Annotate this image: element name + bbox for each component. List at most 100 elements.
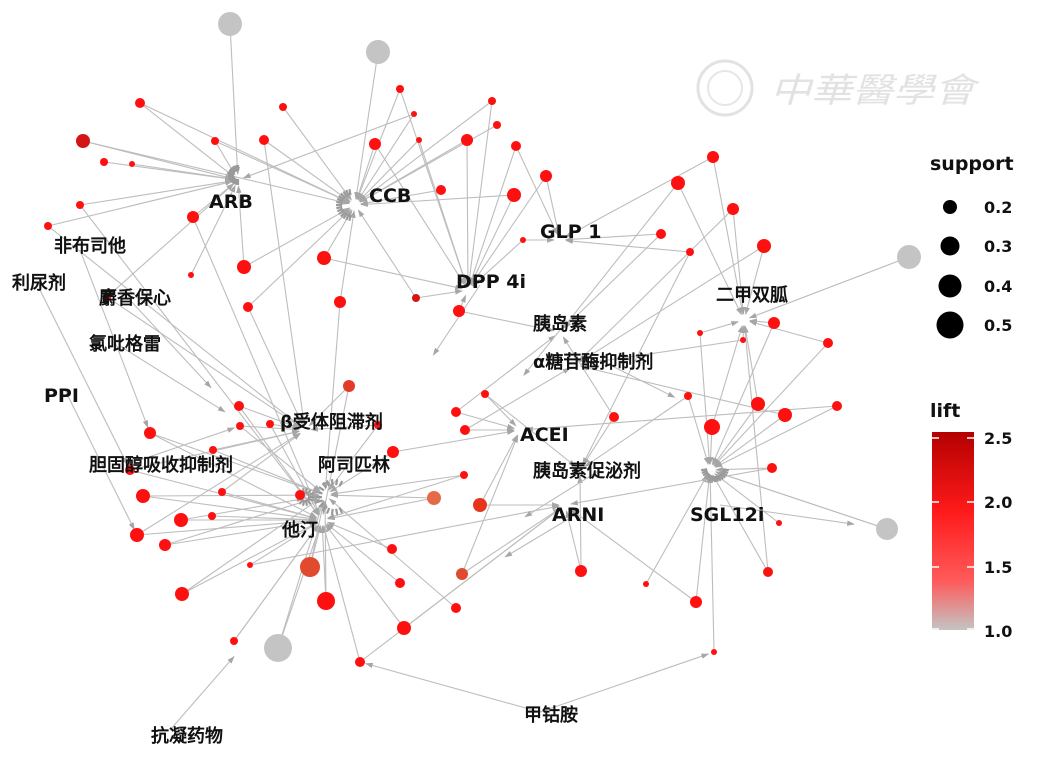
arrowhead-cluster	[234, 165, 239, 172]
association-edge	[79, 249, 149, 429]
rule-node	[144, 427, 156, 439]
association-edge	[563, 233, 662, 329]
association-edge	[714, 471, 888, 530]
rule-node	[103, 293, 111, 301]
association-edge	[82, 140, 350, 205]
rule-node	[44, 222, 52, 230]
edges-layer	[39, 23, 910, 731]
rule-node	[218, 488, 226, 496]
watermark: 中華醫學會	[696, 59, 981, 117]
association-edge	[744, 245, 765, 315]
association-edge	[465, 139, 471, 285]
arrowhead-cluster	[711, 475, 715, 482]
association-edge	[247, 306, 303, 426]
rule-node	[135, 98, 145, 108]
association-edge	[263, 139, 306, 425]
association-edge	[359, 100, 493, 202]
association-edge	[580, 365, 786, 416]
association-edge	[310, 424, 379, 432]
association-edge	[164, 519, 317, 546]
association-edge	[47, 225, 301, 427]
association-edge	[578, 208, 734, 362]
arrowhead-cluster	[330, 478, 334, 486]
arrowhead-cluster	[335, 479, 339, 486]
association-edge	[211, 515, 317, 523]
association-edge	[712, 474, 769, 573]
rule-node	[76, 201, 84, 209]
association-edge	[239, 425, 321, 492]
support-legend-title: support	[930, 153, 1014, 175]
association-edge	[743, 325, 759, 405]
association-edge	[360, 194, 515, 207]
arrowhead-cluster	[345, 213, 350, 221]
arrowhead-cluster	[721, 471, 728, 477]
association-edge	[214, 140, 351, 204]
association-edge	[47, 180, 233, 227]
association-edge	[677, 182, 742, 316]
rule-node	[768, 317, 780, 329]
association-edge	[247, 208, 352, 308]
arrowhead-cluster	[336, 200, 343, 205]
association-edge	[545, 175, 560, 235]
association-edge	[699, 321, 739, 334]
rule-node	[209, 446, 217, 454]
association-edge	[233, 524, 319, 642]
arrowhead-cluster	[717, 474, 722, 482]
label-insulin-secretagogue: 胰岛素促泌剂	[532, 460, 641, 482]
legend: support 0.2 0.3 0.4 0.5 lift 2.5 2.0 1.5…	[930, 153, 1014, 641]
label-ccb: CCB	[369, 185, 411, 207]
association-edge	[180, 494, 320, 521]
arrowhead-cluster	[304, 487, 309, 495]
arrowhead-cluster	[232, 165, 238, 172]
association-edge	[707, 475, 715, 653]
association-edge	[358, 139, 420, 202]
rule-node	[129, 161, 135, 167]
rule-node	[704, 419, 720, 435]
association-edge	[360, 189, 442, 206]
arrowhead-cluster	[318, 502, 325, 508]
rule-node	[488, 97, 496, 105]
association-edge	[359, 508, 561, 663]
association-edge	[713, 403, 759, 466]
arrowhead-cluster	[701, 469, 708, 474]
label-sglt2i: SGL12i	[690, 504, 764, 526]
rule-node	[473, 498, 487, 512]
association-edge	[714, 414, 786, 467]
association-edge	[282, 106, 352, 201]
rule-node	[493, 121, 501, 129]
association-edge	[515, 145, 558, 236]
arrowhead-cluster	[338, 507, 344, 514]
rule-node	[237, 260, 251, 274]
rule-node	[832, 401, 842, 411]
rule-node-low-lift	[897, 245, 921, 269]
rule-node	[540, 170, 552, 182]
association-edge	[249, 522, 318, 566]
association-edge	[687, 395, 709, 465]
association-edge	[139, 102, 351, 203]
lift-legend-tick: 2.0	[984, 493, 1012, 512]
association-edge	[714, 473, 780, 524]
association-edge	[238, 405, 301, 429]
rule-node	[511, 141, 521, 151]
association-edge	[119, 345, 226, 413]
association-edge	[484, 393, 517, 427]
rule-node	[520, 237, 526, 243]
association-edge	[504, 514, 576, 558]
rule-node	[343, 380, 355, 392]
arrowhead-cluster	[335, 508, 339, 515]
rule-node	[456, 568, 468, 580]
rule-node	[751, 397, 765, 411]
association-edge	[359, 139, 468, 203]
rule-node	[387, 446, 399, 458]
arrowhead-cluster	[316, 499, 323, 504]
arrowhead-cluster	[340, 192, 346, 199]
association-edge	[749, 320, 829, 344]
rule-node	[684, 392, 692, 400]
lift-legend-tick: 1.0	[984, 622, 1012, 641]
rule-node	[609, 412, 619, 422]
association-edge	[455, 411, 515, 430]
label-febuxostat: 非布司他	[54, 235, 126, 257]
association-edge	[562, 336, 615, 418]
arrowhead-cluster	[708, 474, 713, 482]
